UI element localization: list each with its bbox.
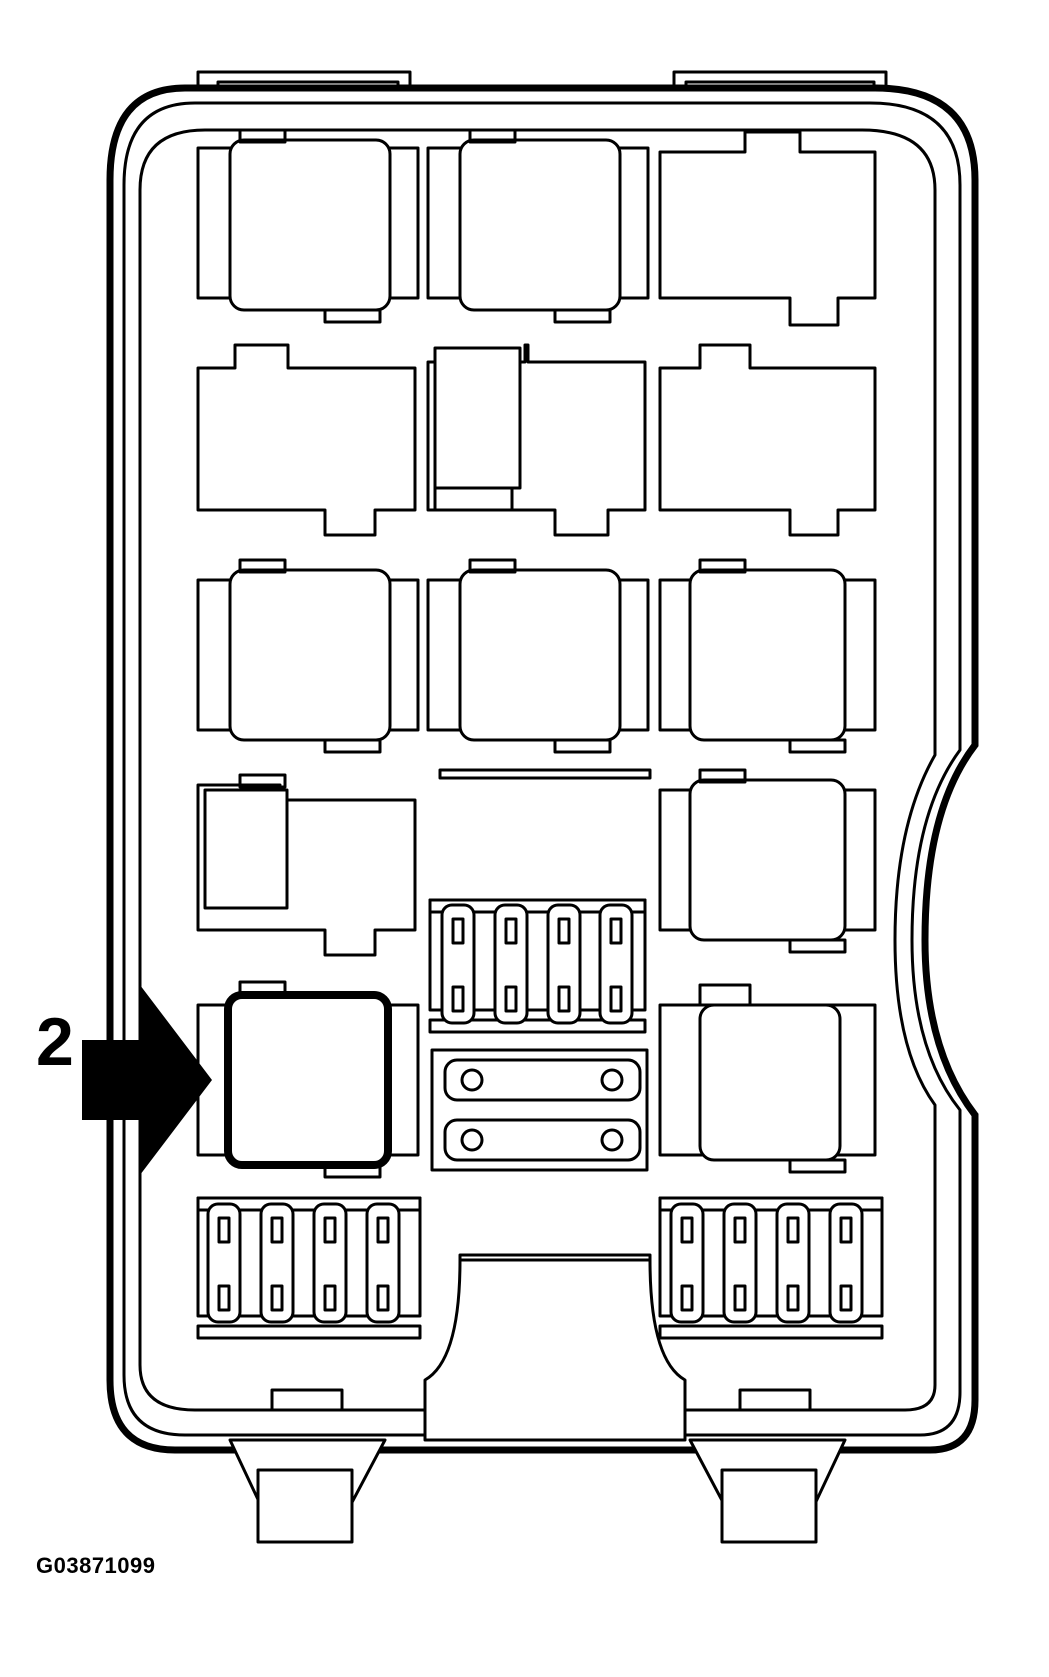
blade-fuse — [493, 903, 529, 1025]
blade-fuse — [722, 1202, 758, 1324]
callout-label: 2 — [36, 1004, 74, 1080]
figure-id: G03871099 — [36, 1553, 156, 1578]
relay-r3c3 — [658, 558, 877, 754]
relay-r2c2 — [426, 343, 647, 537]
blade-fuse — [828, 1202, 864, 1324]
fuse-block-middle — [428, 898, 647, 1034]
relay-r3c2 — [426, 558, 650, 754]
blade-fuse — [775, 1202, 811, 1324]
blade-fuse — [206, 1202, 242, 1324]
main-fuse — [443, 1118, 642, 1162]
relay-r1c2 — [426, 128, 650, 324]
blade-fuse — [312, 1202, 348, 1324]
blade-fuse — [598, 903, 634, 1025]
fuse-block-bottom-left — [196, 1196, 422, 1340]
relay-r1c3 — [658, 130, 877, 327]
main-fuse-block — [430, 1048, 649, 1172]
divider-bar — [438, 768, 652, 780]
main-fuse — [443, 1058, 642, 1102]
callout-arrow-icon — [82, 985, 212, 1175]
blade-fuse — [669, 1202, 705, 1324]
relay-r1c1 — [196, 128, 420, 324]
relay-2-highlighted — [196, 980, 420, 1179]
bottom-latch-left-foot — [256, 1468, 354, 1544]
housing-inner-wall — [138, 128, 937, 1412]
bottom-latches — [228, 1438, 847, 1544]
relay-r2c1 — [196, 343, 417, 537]
blade-fuse — [546, 903, 582, 1025]
relay-r4c1 — [196, 773, 417, 957]
relay-r5c3 — [658, 983, 877, 1174]
blade-fuse — [259, 1202, 295, 1324]
blade-fuse — [440, 903, 476, 1025]
relay-r4c3 — [658, 768, 877, 954]
relay-r3c1 — [196, 558, 420, 754]
connector-bay — [270, 1253, 812, 1442]
fuse-block-bottom-right — [658, 1196, 884, 1340]
bottom-latch-right-foot — [720, 1468, 818, 1544]
blade-fuse — [365, 1202, 401, 1324]
relay-r2c3 — [658, 343, 877, 537]
housing-middle-wall — [122, 101, 962, 1437]
